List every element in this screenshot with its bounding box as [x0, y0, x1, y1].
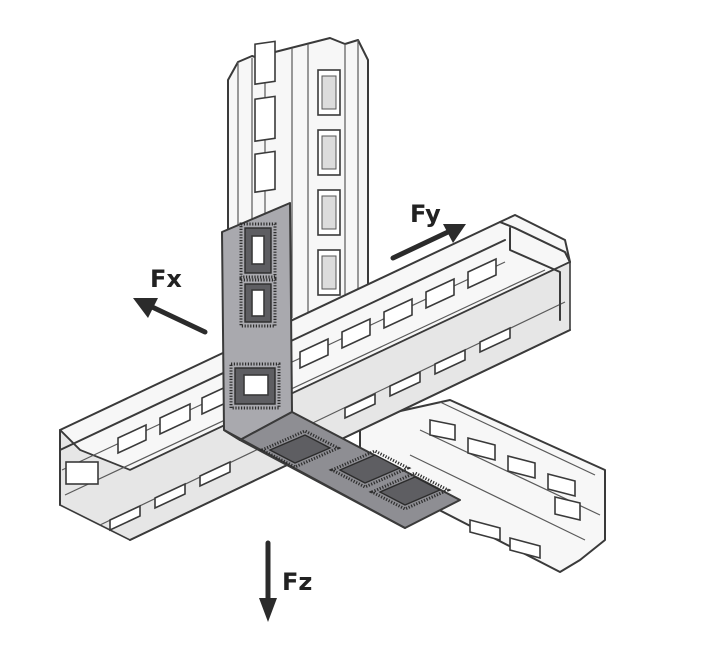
front-channel-top-slots [117, 257, 497, 455]
arrow-down-icon [259, 598, 277, 622]
fx-label: Fx [150, 265, 182, 293]
force-fy: Fy [390, 200, 466, 261]
back-channel-slots [429, 419, 581, 560]
front-channel-bottom-slots [109, 326, 511, 532]
force-fx: Fx [133, 265, 208, 335]
fy-label: Fy [410, 200, 441, 228]
bracket-vertical-slots [229, 222, 281, 410]
l-bracket [221, 202, 461, 529]
fz-label: Fz [282, 568, 312, 596]
arrow-left-up-icon [133, 298, 158, 318]
bracket-horizontal-slots [258, 429, 452, 511]
column-left-slots [254, 40, 276, 194]
arrow-right-up-icon [443, 224, 466, 243]
front-horizontal-channel [59, 214, 571, 541]
force-fz: Fz [259, 540, 312, 622]
column-right-slots [317, 69, 341, 296]
